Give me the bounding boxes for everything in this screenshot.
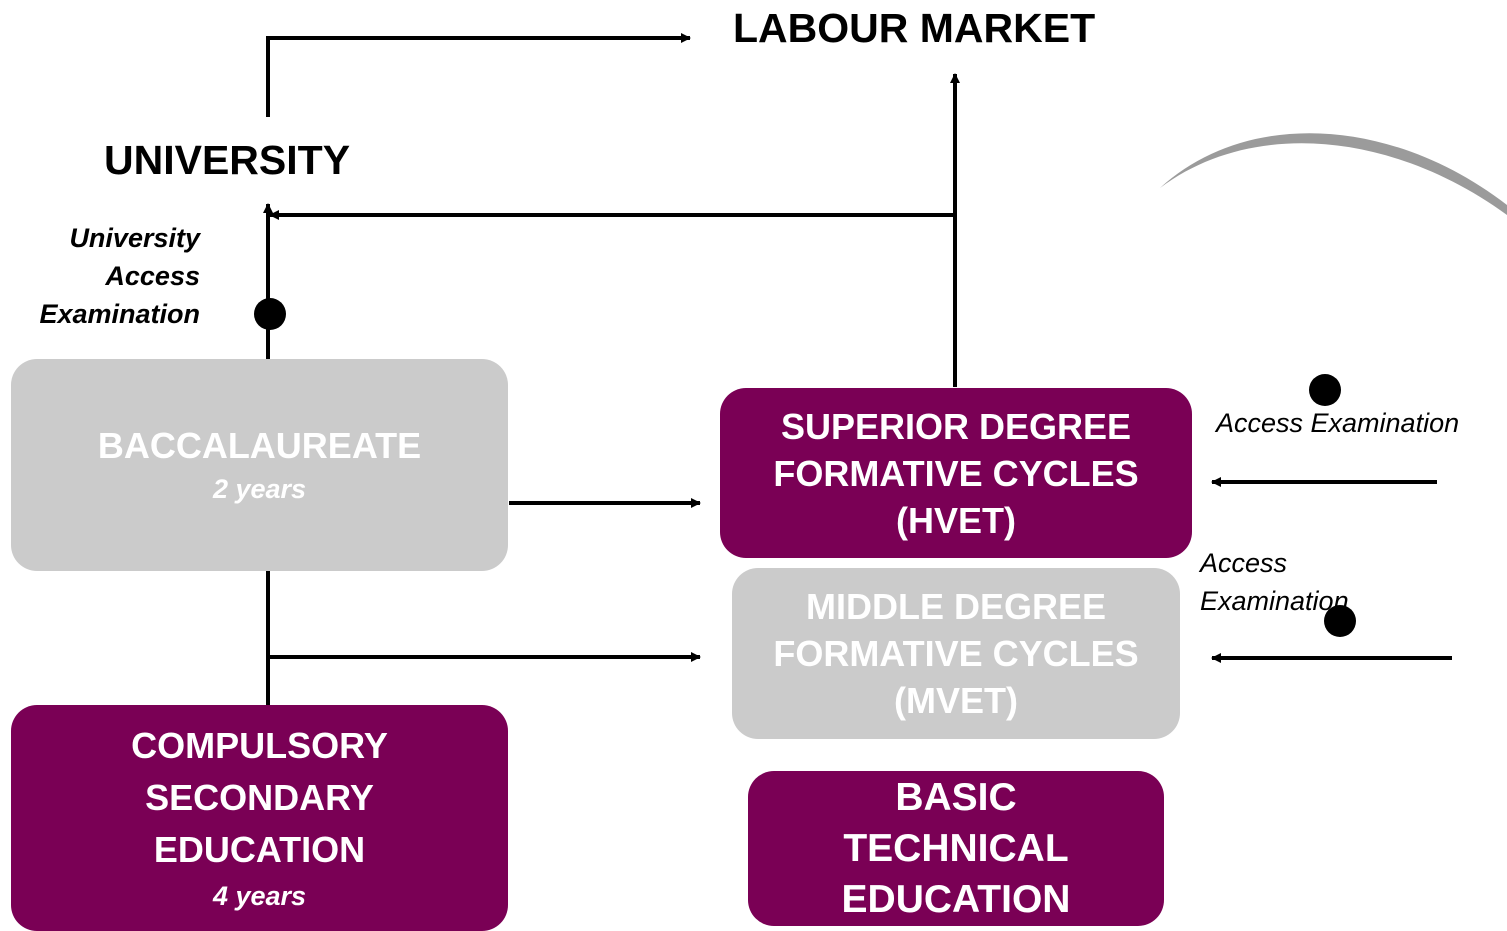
box-line: BASIC	[895, 776, 1017, 819]
superior-degree-box: SUPERIOR DEGREE FORMATIVE CYCLES (HVET)	[720, 388, 1192, 558]
access-exam-lower-note: Access Examination	[1200, 544, 1349, 620]
note-line: Examination	[39, 299, 200, 329]
basic-technical-box: BASIC TECHNICAL EDUCATION	[748, 771, 1164, 926]
exam-dot-university	[254, 298, 286, 330]
labour-market-label: LABOUR MARKET	[733, 5, 1096, 51]
compulsory-secondary-box: COMPULSORY SECONDARY EDUCATION 4 years	[11, 705, 508, 931]
note-line: Access	[105, 261, 200, 291]
decorative-swoosh	[1160, 133, 1507, 215]
note-line: Access	[1200, 548, 1288, 578]
baccalaureate-box: BACCALAUREATE 2 years	[11, 359, 508, 571]
baccalaureate-duration: 2 years	[212, 473, 307, 504]
box-line: SECONDARY	[145, 777, 374, 818]
compulsory-duration: 4 years	[212, 881, 307, 911]
note-line: Examination	[1200, 586, 1349, 616]
university-access-exam-note: University Access Examination	[39, 219, 200, 333]
university-label: UNIVERSITY	[104, 137, 351, 183]
box-line: SUPERIOR DEGREE	[780, 405, 1132, 447]
box-line: (MVET)	[894, 680, 1018, 721]
box-line: TECHNICAL	[843, 827, 1069, 870]
box-line: MIDDLE DEGREE	[805, 586, 1107, 627]
box-line: FORMATIVE CYCLES	[773, 452, 1139, 494]
exam-dot-mvet	[1324, 605, 1356, 637]
box-line: FORMATIVE CYCLES	[773, 633, 1139, 674]
note-line: University	[69, 223, 200, 253]
baccalaureate-title: BACCALAUREATE	[97, 424, 422, 466]
box-line: COMPULSORY	[131, 725, 388, 766]
middle-degree-box: MIDDLE DEGREE FORMATIVE CYCLES (MVET)	[732, 568, 1180, 739]
exam-dot-hvet	[1309, 374, 1341, 406]
access-exam-upper-note: Access Examination	[1216, 408, 1460, 438]
arrow-university-to-labour	[266, 33, 691, 117]
box-line: (HVET)	[896, 499, 1016, 541]
box-line: EDUCATION	[841, 878, 1071, 921]
box-line: EDUCATION	[153, 829, 366, 870]
